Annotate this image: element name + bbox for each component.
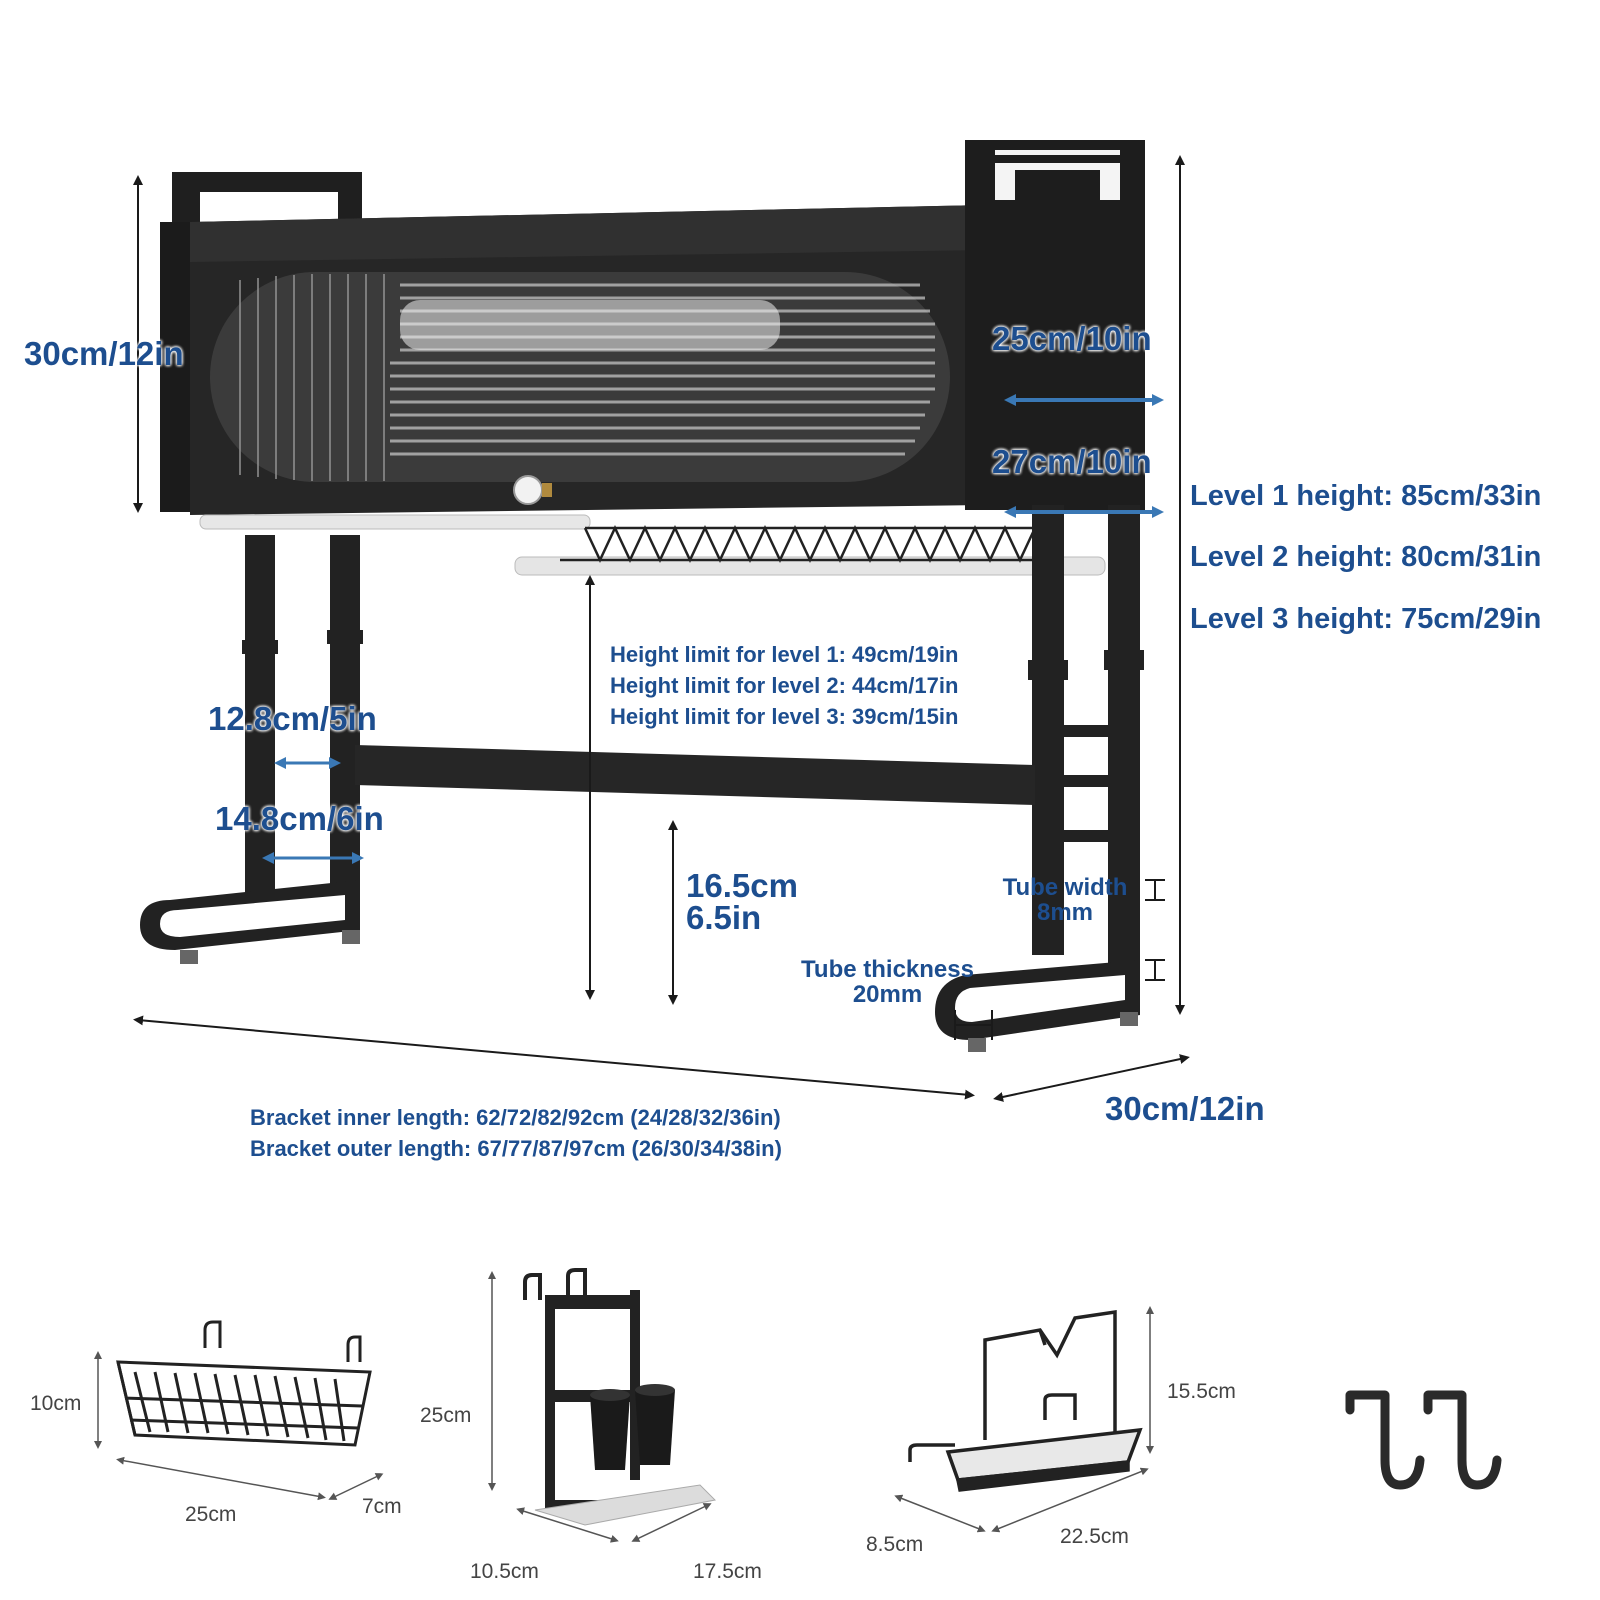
tube-thickness-label: Tube thickness 20mm: [780, 957, 995, 1007]
tube-thickness-value: 20mm: [852, 981, 923, 1008]
tube-width-value: 8mm: [1036, 899, 1094, 926]
basket-depth-label: 7cm: [362, 1495, 402, 1518]
height-limit-level-3: Height limit for level 3: 39cm/15in: [610, 704, 959, 729]
bracket-outer-length: Bracket outer length: 67/77/87/97cm (26/…: [250, 1136, 782, 1161]
drip-tray-lower: [514, 556, 1106, 576]
side-width-top-label: 25cm/10in: [992, 320, 1152, 357]
basket-height-label: 10cm: [30, 1392, 82, 1415]
board-rack-width-label: 22.5cm: [1060, 1525, 1129, 1548]
height-limit-level-1: Height limit for level 1: 49cm/19in: [610, 642, 959, 667]
holder-height-label: 25cm: [420, 1404, 472, 1427]
board-rack-depth-label: 8.5cm: [866, 1533, 924, 1556]
dish-rack-wires: [560, 525, 1050, 563]
board-rack-depth-arrow: [894, 1494, 986, 1533]
depth-label: 30cm/12in: [1105, 1090, 1265, 1127]
utensil-holder: [523, 1268, 717, 1526]
holder-width-label: 17.5cm: [693, 1560, 762, 1583]
tube-width-label: Tube width 8mm: [985, 875, 1145, 925]
dimension-lines: [133, 155, 1190, 1102]
tube-width-marker: [1145, 879, 1165, 901]
level-2-height: Level 2 height: 80cm/31in: [1190, 541, 1542, 573]
cutting-board-rack: [908, 1309, 1143, 1492]
leg-gap-inner-label: 12.8cm/5in: [208, 700, 377, 737]
tube-thickness-title: Tube thickness: [801, 956, 974, 983]
holder-depth-arrow: [516, 1507, 619, 1543]
basket-depth-arrow: [328, 1473, 384, 1500]
left-handle: [172, 172, 362, 240]
wire-basket: [116, 1320, 372, 1447]
leg-gap-outer-label: 14.8cm/6in: [215, 800, 384, 837]
right-legs: [935, 505, 1144, 1052]
left-legs: [140, 535, 363, 964]
side-width-bottom-label: 27cm/10in: [992, 443, 1152, 480]
tube-thickness-marker: [954, 959, 1165, 1040]
crossbar-height-cm: 16.5cm: [686, 867, 798, 904]
right-end-panel: [965, 140, 1145, 510]
plates-inside: [400, 300, 780, 350]
level-3-height: Level 3 height: 75cm/29in: [1190, 603, 1542, 635]
holder-depth-label: 10.5cm: [470, 1560, 539, 1583]
cabinet-height-label: 30cm/12in: [24, 335, 184, 372]
basket-length-arrow: [116, 1456, 326, 1501]
crossbar: [355, 745, 1035, 805]
depth-arrow: [993, 1054, 1190, 1102]
holder-width-arrow: [631, 1503, 712, 1542]
level-1-height: Level 1 height: 85cm/33in: [1190, 480, 1542, 512]
s-hook-icon: [1345, 1390, 1502, 1490]
bracket-length-arrow: [133, 1015, 975, 1100]
height-limit-level-2: Height limit for level 2: 44cm/17in: [610, 673, 959, 698]
left-end-panel: [160, 222, 190, 512]
window-slats: [239, 274, 385, 481]
board-rack-height-label: 15.5cm: [1167, 1380, 1236, 1403]
cabinet-knob: [513, 475, 543, 505]
main-rack: [140, 140, 1145, 1052]
crossbar-height-in: 6.5in: [686, 899, 762, 936]
basket-length-label: 25cm: [185, 1503, 237, 1526]
bracket-inner-length: Bracket inner length: 62/72/82/92cm (24/…: [250, 1105, 781, 1130]
drip-tray-upper: [199, 514, 591, 530]
board-rack-width-arrow: [991, 1467, 1149, 1533]
tube-width-title: Tube width: [1002, 874, 1128, 901]
